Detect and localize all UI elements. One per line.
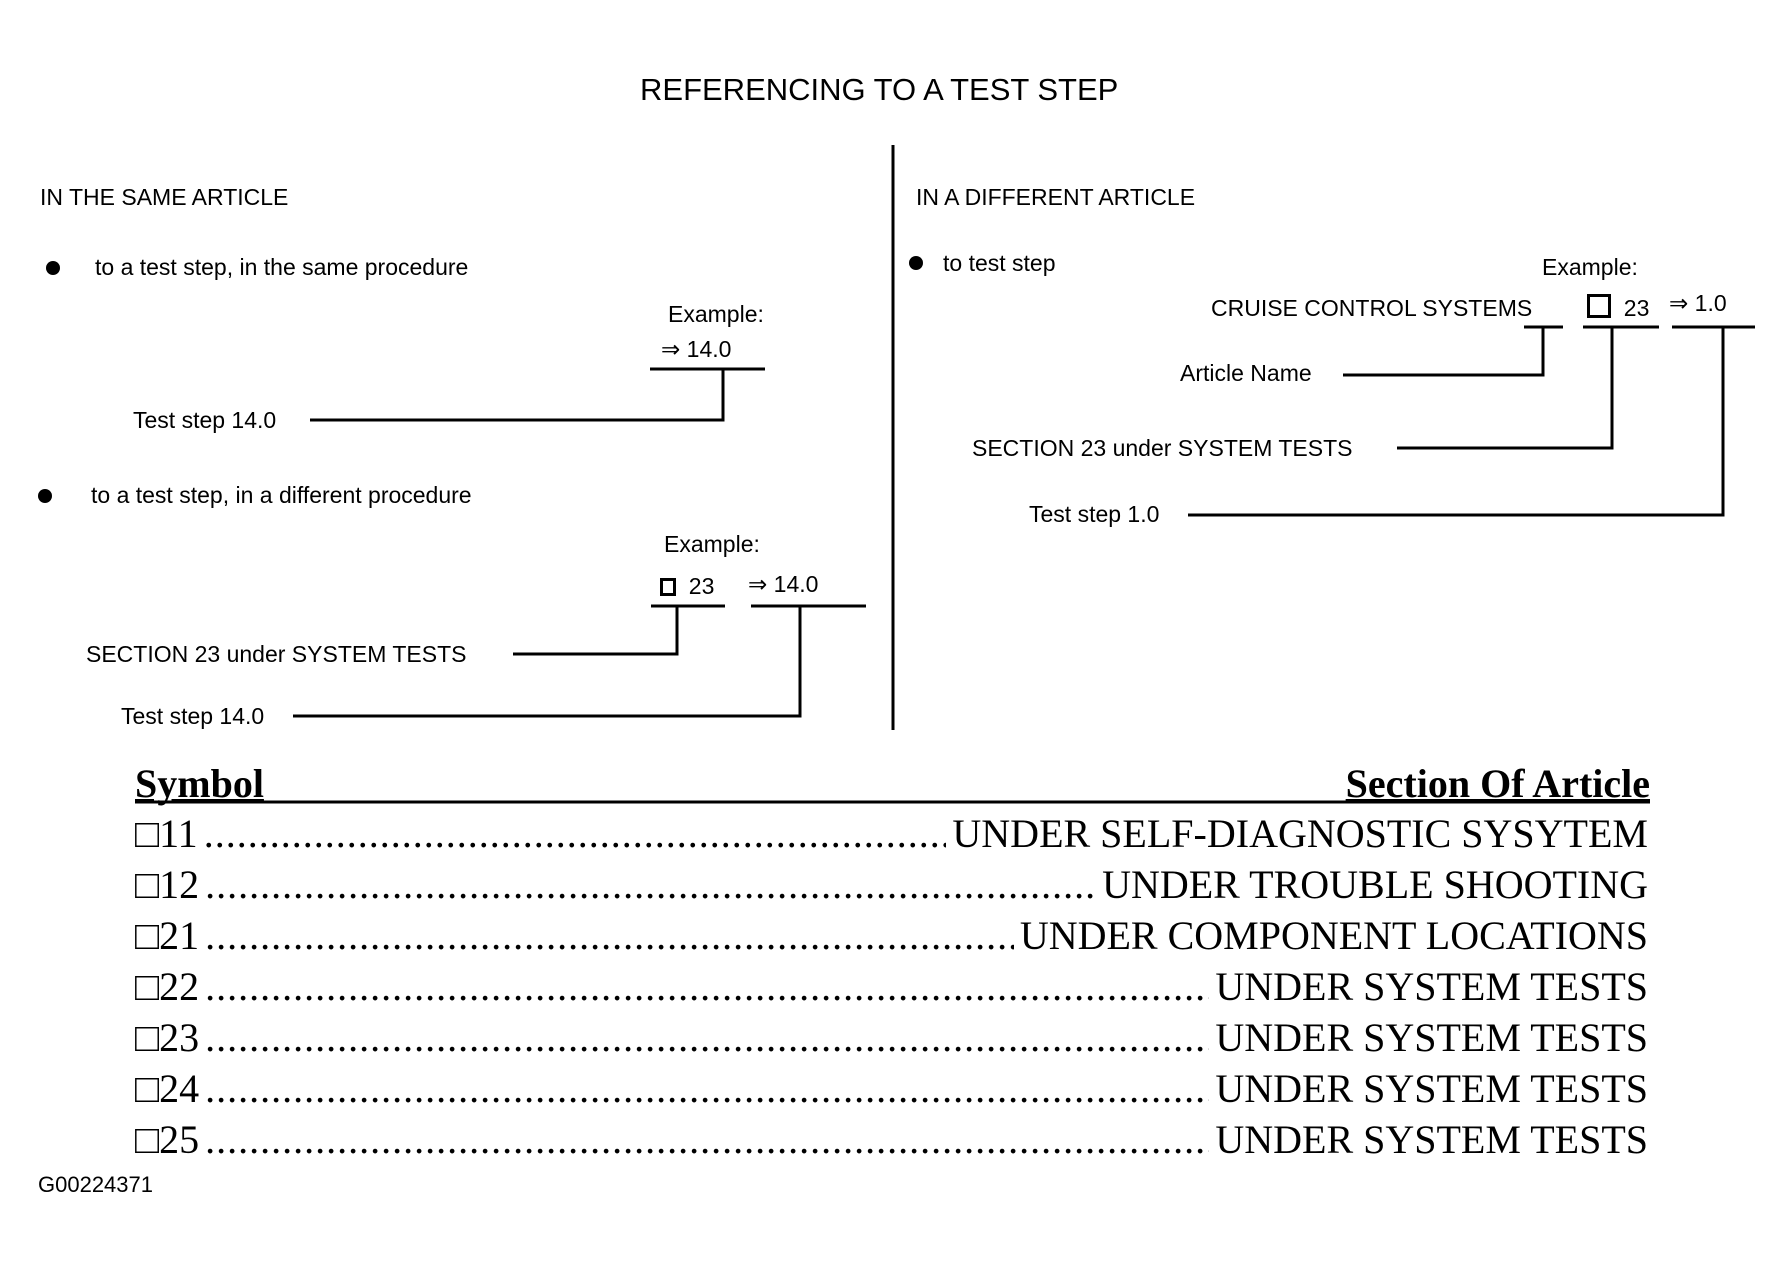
row-leader-dots: ........................................… bbox=[205, 862, 1097, 907]
row-symbol: □25 bbox=[135, 1117, 200, 1162]
ex1-leader bbox=[310, 369, 725, 422]
table-row: □11 ....................................… bbox=[135, 810, 1648, 856]
section-box-icon bbox=[1587, 294, 1611, 318]
figure-id: G00224371 bbox=[38, 1172, 153, 1197]
ex2-section: 23 bbox=[660, 575, 714, 598]
bullet-icon bbox=[909, 256, 923, 270]
row-leader-dots: ........................................… bbox=[205, 913, 1014, 958]
section-leader bbox=[1397, 327, 1614, 450]
ex2-callout-step: Test step 14.0 bbox=[121, 703, 265, 729]
row-leader-dots: ........................................… bbox=[205, 1117, 1209, 1162]
table-row: □21 ....................................… bbox=[135, 912, 1648, 958]
row-symbol: □12 bbox=[135, 862, 200, 907]
ex2-step: ⇒ 14.0 bbox=[748, 571, 819, 597]
step-leader bbox=[1188, 327, 1725, 517]
page-title: REFERENCING TO A TEST STEP bbox=[640, 72, 1119, 107]
left-heading: IN THE SAME ARTICLE bbox=[40, 184, 289, 210]
table-header-symbol: Symbol bbox=[135, 761, 264, 806]
row-section: UNDER COMPONENT LOCATIONS bbox=[1019, 913, 1648, 958]
table-header-section: Section Of Article bbox=[1345, 761, 1650, 806]
table-row: □25 ....................................… bbox=[135, 1116, 1648, 1162]
right-ex-section-number: 23 bbox=[1623, 295, 1650, 321]
right-ex-section: 23 bbox=[1587, 294, 1649, 320]
table-row: □23 ....................................… bbox=[135, 1014, 1648, 1060]
row-section: UNDER SYSTEM TESTS bbox=[1215, 1015, 1648, 1060]
section-box-icon bbox=[660, 578, 676, 596]
ex2-section-leader bbox=[513, 606, 679, 656]
row-section: UNDER SYSTEM TESTS bbox=[1215, 964, 1648, 1009]
ex1-callout: Test step 14.0 bbox=[133, 407, 277, 433]
ex2-section-number: 23 bbox=[688, 573, 715, 599]
row-section: UNDER SYSTEM TESTS bbox=[1215, 1066, 1648, 1111]
callout-article: Article Name bbox=[1180, 360, 1312, 386]
right-ex-step: ⇒ 1.0 bbox=[1669, 290, 1727, 316]
row-leader-dots: ........................................… bbox=[205, 1066, 1209, 1111]
left-bullet1-text: to a test step, in the same procedure bbox=[95, 254, 469, 280]
callout-step: Test step 1.0 bbox=[1029, 501, 1160, 527]
table-row: □24 ....................................… bbox=[135, 1065, 1648, 1111]
callout-section: SECTION 23 under SYSTEM TESTS bbox=[972, 435, 1353, 461]
left-bullet2-text: to a test step, in a different procedure bbox=[91, 482, 472, 508]
row-symbol: □21 bbox=[135, 913, 200, 958]
right-ex-article: CRUISE CONTROL SYSTEMS bbox=[1211, 295, 1533, 321]
row-leader-dots: ........................................… bbox=[205, 964, 1209, 1009]
row-symbol: □22 bbox=[135, 964, 200, 1009]
row-symbol: □24 bbox=[135, 1066, 200, 1111]
ex1-value: ⇒ 14.0 bbox=[661, 336, 732, 362]
ex2-step-leader bbox=[293, 606, 802, 718]
bullet-icon bbox=[46, 261, 60, 275]
right-heading: IN A DIFFERENT ARTICLE bbox=[916, 184, 1196, 210]
article-leader bbox=[1343, 327, 1545, 377]
row-section: UNDER SYSTEM TESTS bbox=[1215, 1117, 1648, 1162]
row-section: UNDER SELF-DIAGNOSTIC SYSYTEM bbox=[952, 811, 1648, 856]
ex2-label: Example: bbox=[664, 531, 760, 557]
row-symbol: □23 bbox=[135, 1015, 200, 1060]
table-row: □22 ....................................… bbox=[135, 963, 1648, 1009]
row-symbol: □11 bbox=[135, 811, 198, 856]
row-leader-dots: ........................................… bbox=[203, 811, 947, 856]
row-section: UNDER TROUBLE SHOOTING bbox=[1102, 862, 1648, 907]
ex1-label: Example: bbox=[668, 301, 764, 327]
right-bullet1-text: to test step bbox=[943, 250, 1056, 276]
ex2-callout-section: SECTION 23 under SYSTEM TESTS bbox=[86, 641, 467, 667]
row-leader-dots: ........................................… bbox=[205, 1015, 1209, 1060]
bullet-icon bbox=[38, 489, 52, 503]
table-row: □12 ....................................… bbox=[135, 861, 1648, 907]
right-ex-label: Example: bbox=[1542, 254, 1638, 280]
